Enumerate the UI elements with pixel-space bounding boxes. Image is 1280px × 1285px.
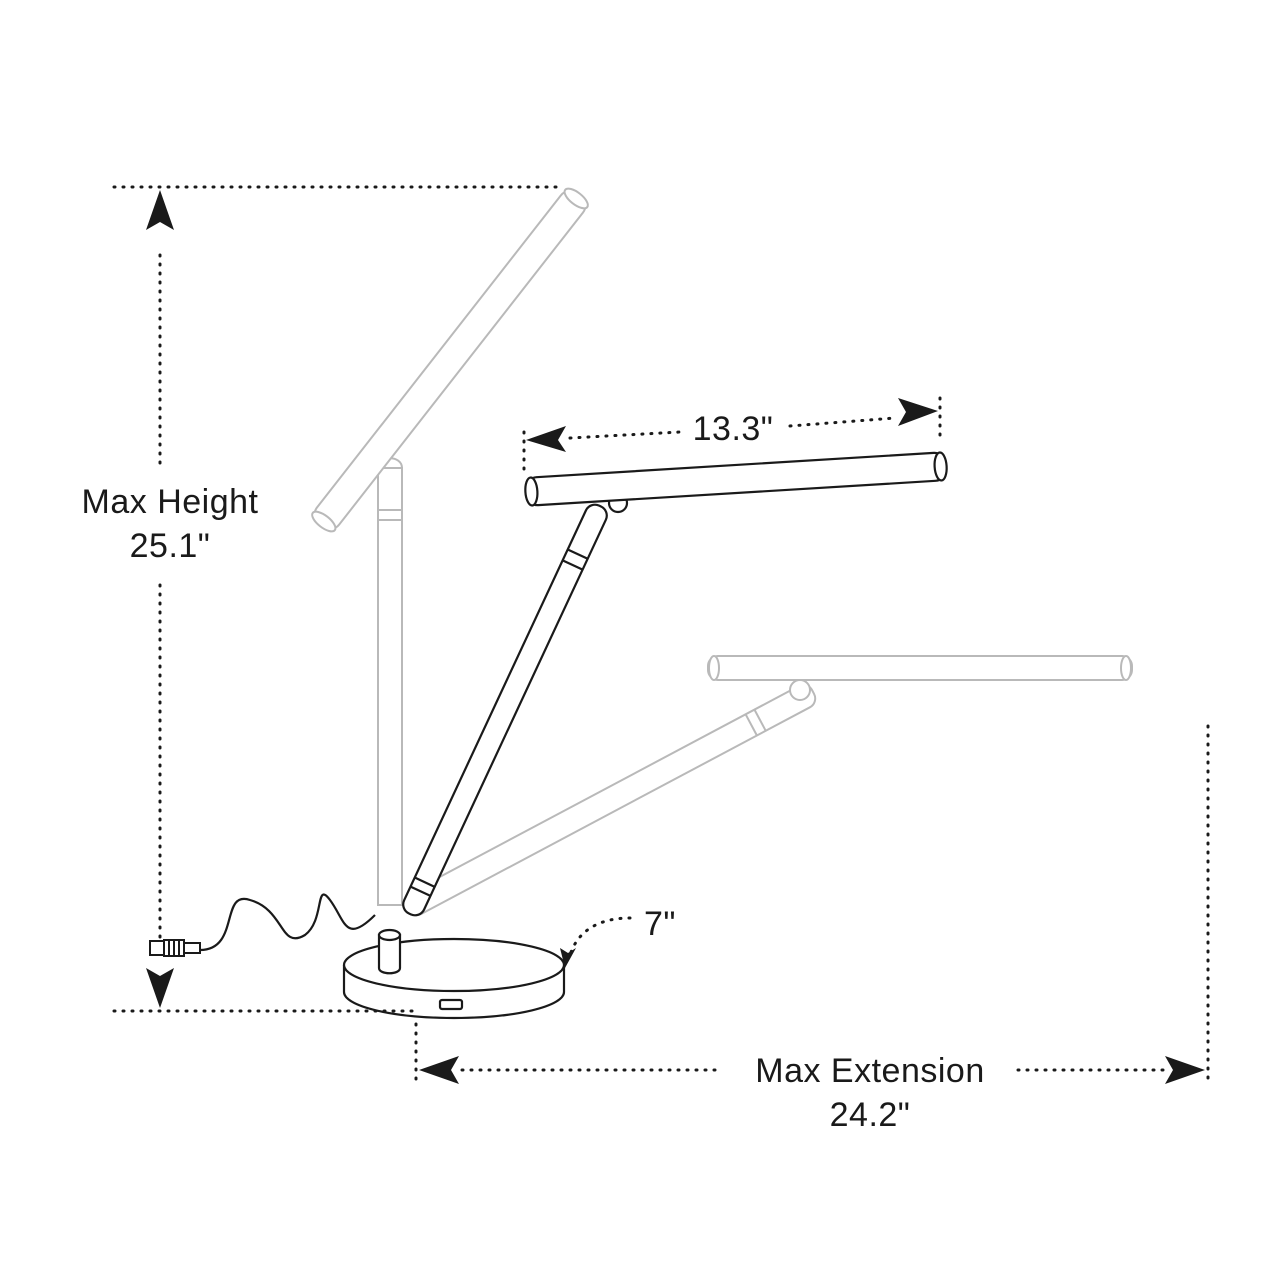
- lamp-head: [524, 451, 948, 507]
- lamp-arm: [402, 503, 608, 917]
- power-plug-icon: [149, 939, 201, 957]
- usb-port-icon: [438, 998, 464, 1011]
- base-diameter-dimension: [568, 916, 632, 957]
- arrow-head-icon: [560, 948, 576, 968]
- base-diameter-label: 7": [644, 905, 676, 943]
- lamp-post: [377, 933, 402, 975]
- arrow-head-icon: [146, 190, 174, 1008]
- power-cord: [199, 893, 376, 952]
- head-length-label: 13.3": [693, 410, 774, 448]
- max-height-value: 25.1": [130, 527, 211, 565]
- arrow-head-icon: [526, 398, 938, 452]
- ghost-extended-head: [707, 655, 1133, 681]
- max-height-title: Max Height: [82, 483, 259, 521]
- arrow-head-icon: [419, 1056, 1205, 1084]
- ghost-lamp-upright: [311, 187, 589, 906]
- max-extension-title: Max Extension: [755, 1052, 985, 1090]
- lamp-base: [342, 937, 566, 1020]
- max-height-dimension: [112, 185, 562, 1013]
- head-length-dimension: [522, 396, 942, 472]
- main-lamp: [342, 451, 948, 1020]
- max-extension-value: 24.2": [830, 1096, 911, 1134]
- max-extension-dimension: [414, 724, 1210, 1084]
- ghost-upright-pole: [377, 467, 403, 906]
